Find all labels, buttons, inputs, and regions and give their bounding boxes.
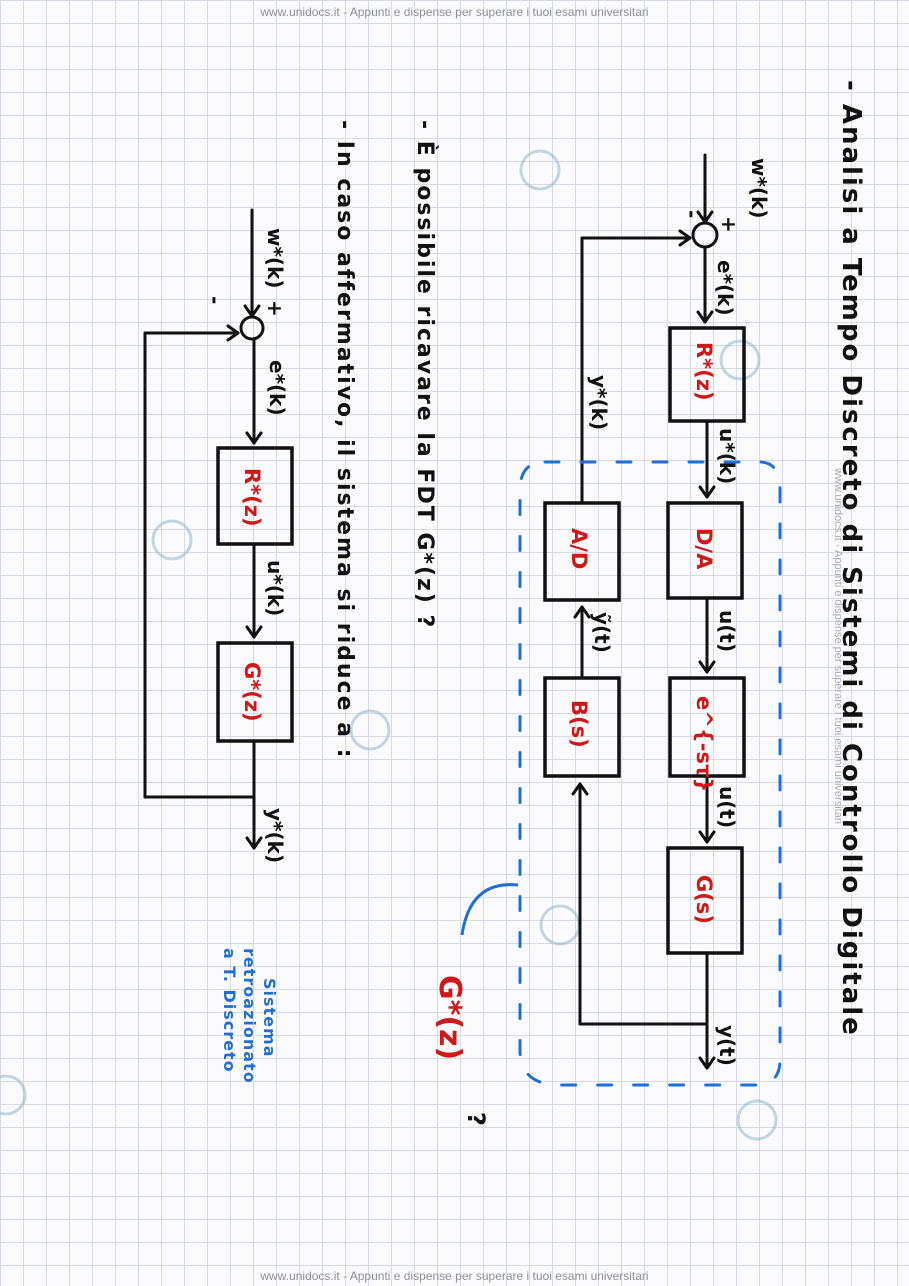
- sensor-out-label: ỹ(t): [590, 612, 614, 653]
- plus-sign-1: +: [717, 216, 741, 233]
- plant-block-1: [666, 846, 744, 955]
- error-label-1: e*(k): [713, 260, 737, 316]
- minus-sign-1: -: [680, 210, 704, 218]
- diagram-2: [143, 208, 294, 850]
- note-line-3: a T. Discreto: [220, 948, 239, 1073]
- minus-sign-2: -: [203, 296, 227, 304]
- question-mark-1: ?: [462, 1112, 490, 1126]
- controller-label-1: R*(z): [692, 342, 716, 401]
- output-label-2: y*(k): [263, 808, 287, 863]
- controller-label-2: R*(z): [240, 468, 264, 527]
- delay-out-label: u(t): [715, 786, 739, 828]
- sensor-label: B(s): [567, 700, 591, 748]
- dac-out-label: u(t): [715, 610, 739, 652]
- question-text-1: - È possibile ricavare la FDT G*(z) ?: [412, 120, 438, 629]
- plus-sign-2: +: [263, 300, 287, 317]
- watermark-bottom: www.unidocs.it - Appunti e dispense per …: [260, 1269, 649, 1283]
- summing-junction-2: [239, 315, 265, 341]
- equivalent-tf-label: G*(z): [432, 975, 467, 1060]
- summing-junction-1: [691, 221, 719, 249]
- plant-label-1: G(s): [692, 875, 716, 924]
- heading-text: - Analisi a Tempo Discreto di Sistemi di…: [836, 80, 866, 1037]
- control-label-2: u*(k): [263, 560, 287, 616]
- dac-label: D/A: [692, 528, 716, 570]
- equivalent-pointer-line: [460, 883, 519, 936]
- plant-label-2: G*(z): [240, 662, 264, 722]
- note-line-2: retroazionato: [240, 948, 259, 1084]
- input-label-1: w*(k): [747, 158, 771, 219]
- dac-block: [666, 501, 744, 600]
- control-label-1: u*(k): [715, 428, 739, 484]
- question-text-2: - In caso affermativo, il sistema si rid…: [332, 120, 357, 759]
- diagram-1: [460, 153, 782, 1087]
- feedback-label-1: y*(k): [587, 375, 611, 430]
- watermark-logo-icons: [0, 149, 778, 1141]
- delay-label: e^{-sτ}: [692, 696, 716, 792]
- watermark-top: www.unidocs.it - Appunti e dispense per …: [260, 5, 649, 19]
- adc-label: A/D: [567, 528, 591, 569]
- output-label-1: y(t): [715, 1025, 739, 1066]
- note-line-1: Sistema: [260, 978, 279, 1058]
- input-label-2: w*(k): [263, 228, 287, 289]
- error-label-2: e*(k): [265, 360, 289, 416]
